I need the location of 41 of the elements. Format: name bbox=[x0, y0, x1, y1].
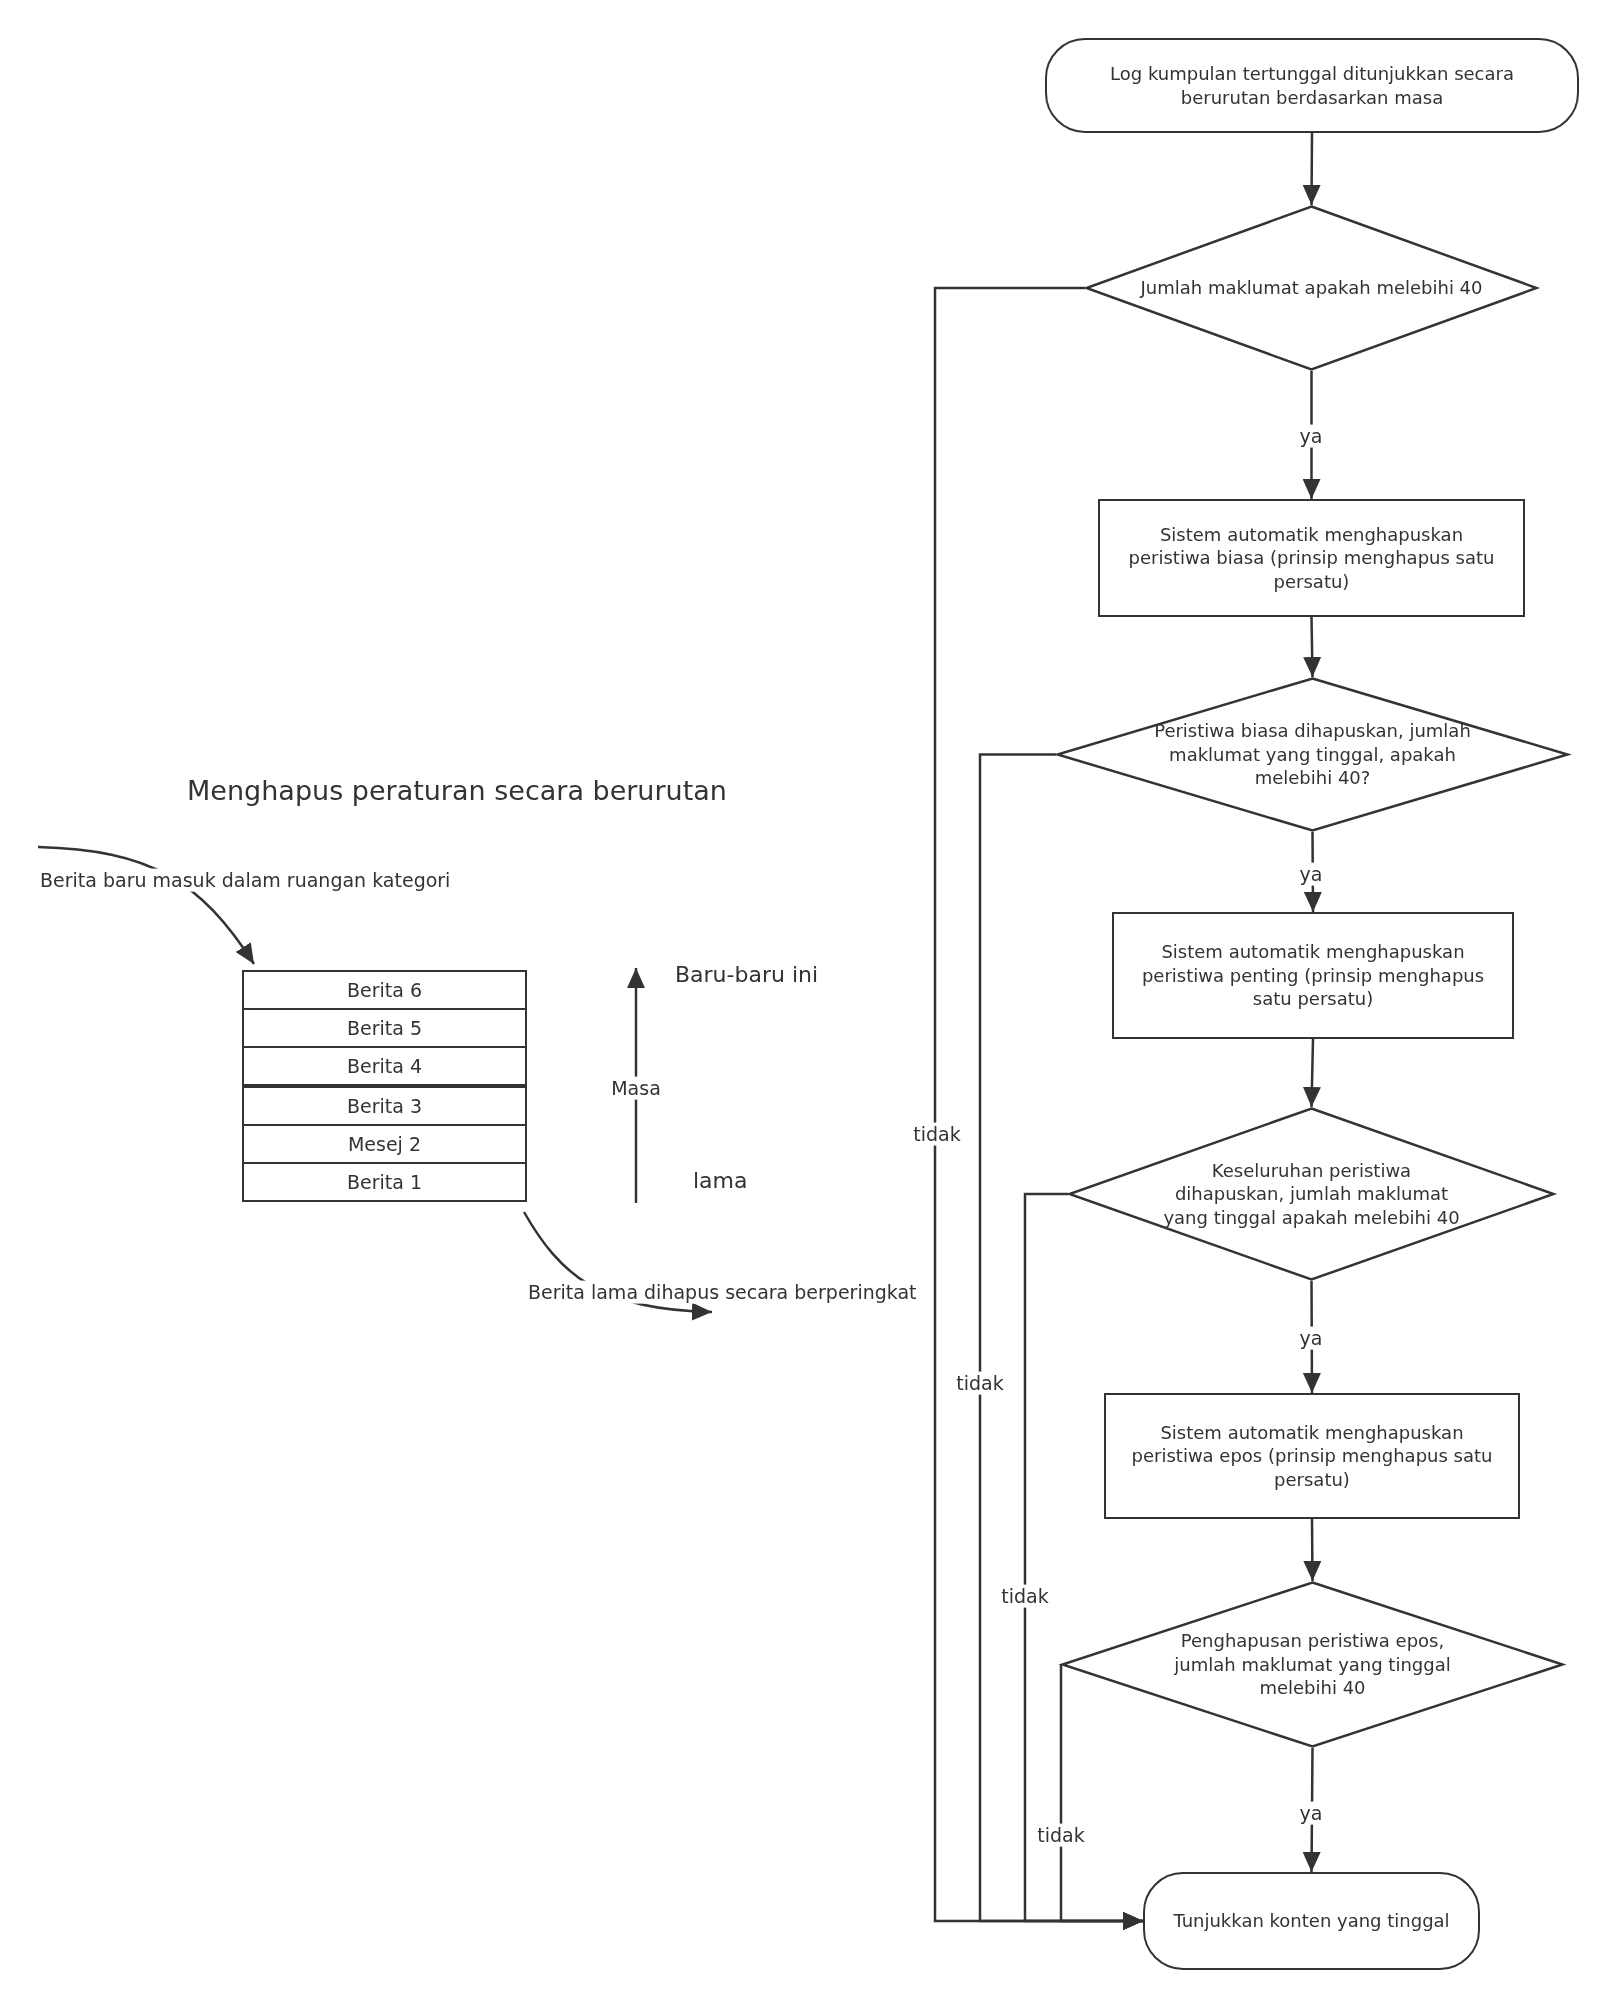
edge-label: tidak bbox=[954, 1371, 1006, 1395]
row-text: Berita 6 bbox=[345, 977, 423, 1003]
arrow bbox=[1059, 1663, 1143, 1930]
process-box bbox=[1104, 1393, 1520, 1519]
edge-label: tidak bbox=[911, 1122, 963, 1146]
diagram-title: Menghapus peraturan secara berurutan bbox=[187, 774, 727, 806]
decision-diamond bbox=[1085, 205, 1538, 371]
decision-diamond bbox=[1068, 1107, 1555, 1281]
process-box bbox=[1112, 912, 1514, 1039]
row-text: Berita 4 bbox=[345, 1053, 423, 1079]
decision-text: Peristiwa biasa dihapuskan, jumlah maklumat yang tinggal, apakah melebihi 40? bbox=[1153, 719, 1472, 790]
terminal-shape bbox=[1143, 1872, 1480, 1970]
arrow bbox=[1303, 616, 1322, 678]
row-text: Berita 3 bbox=[345, 1093, 423, 1119]
edge-label: Berita lama dihapus secara berperingkat bbox=[526, 1280, 919, 1304]
stack-row bbox=[242, 970, 527, 1010]
arrow bbox=[1302, 133, 1321, 205]
process-box bbox=[1098, 499, 1525, 617]
row-text: Mesej 2 bbox=[346, 1131, 423, 1157]
row-text: Berita 1 bbox=[345, 1169, 423, 1195]
stack-row bbox=[242, 1046, 527, 1086]
edge-label: tidak bbox=[999, 1584, 1051, 1608]
decision-diamond bbox=[1061, 1581, 1564, 1748]
stack-row bbox=[242, 1124, 527, 1164]
stack-row bbox=[242, 1162, 527, 1202]
decision-diamond bbox=[1056, 677, 1569, 832]
stack-row bbox=[242, 1086, 527, 1126]
row-text: Berita 5 bbox=[345, 1015, 423, 1041]
terminal-shape bbox=[1045, 38, 1579, 133]
process-text: Sistem automatik menghapuskan peristiwa epos (prinsip menghapus satu persatu) bbox=[1130, 1420, 1494, 1492]
terminal-text: Tunjukkan konten yang tinggal bbox=[1172, 1909, 1451, 1933]
decision-text: Penghapusan peristiwa epos, jumlah maklumat yang tinggal melebihi 40 bbox=[1173, 1629, 1452, 1700]
decision-text: Jumlah maklumat apakah melebihi 40 bbox=[1138, 276, 1484, 300]
process-text: Sistem automatik menghapuskan peristiwa biasa (prinsip menghapus satu persatu) bbox=[1127, 522, 1496, 594]
decision-text: Keseluruhan peristiwa dihapuskan, jumlah maklumat yang tinggal apakah melebihi 40 bbox=[1162, 1158, 1461, 1230]
arrow bbox=[1303, 1519, 1322, 1581]
stack-row bbox=[242, 1008, 527, 1048]
process-text: Sistem automatik menghapuskan peristiwa penting (prinsip menghapus satu persatu) bbox=[1140, 940, 1486, 1011]
terminal-text: Log kumpulan tertunggal ditunjukkan secara berurutan berdasarkan masa bbox=[1109, 62, 1515, 109]
edge-label: tidak bbox=[1035, 1823, 1087, 1847]
arrow bbox=[1302, 1038, 1321, 1108]
